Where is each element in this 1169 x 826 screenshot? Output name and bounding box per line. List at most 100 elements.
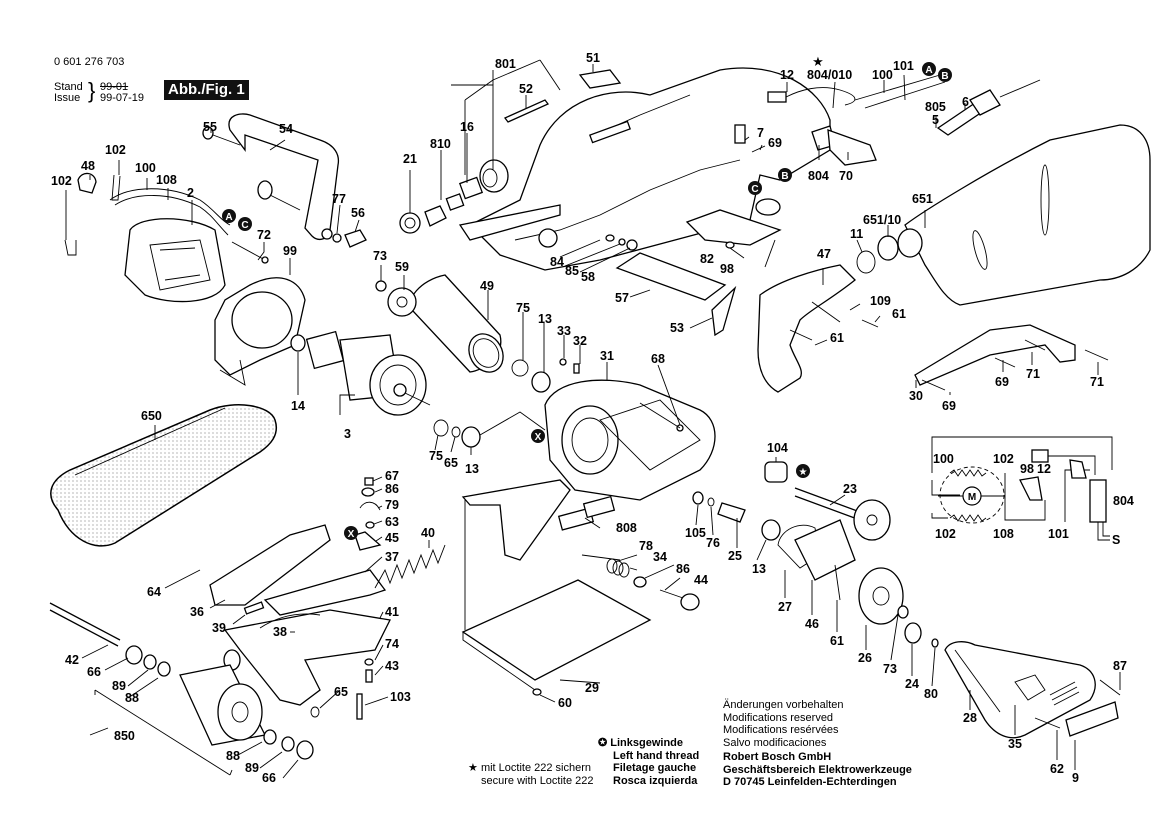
label-104: 104 — [767, 441, 788, 455]
mod-fr: Modifications resérvées — [723, 724, 839, 736]
pad-39 — [243, 601, 265, 615]
label-87: 87 — [1113, 659, 1127, 673]
company-block: Robert Bosch GmbH Geschäftsbereich Elekt… — [723, 751, 912, 789]
label-3: 3 — [344, 427, 351, 441]
belt-cover-35 — [944, 641, 1096, 739]
label-100-cord: 100 — [872, 68, 893, 82]
label-70: 70 — [839, 169, 853, 183]
label-59: 59 — [395, 260, 409, 274]
clip-65b — [310, 706, 320, 718]
pinion-25 — [717, 502, 746, 523]
cable-sleeve-6 — [969, 89, 1001, 116]
base-plate — [461, 479, 652, 696]
washer-66a — [125, 645, 143, 665]
leader-lines — [65, 59, 1121, 779]
svg-text:12: 12 — [1037, 462, 1051, 476]
label-21: 21 — [403, 152, 417, 166]
old-date: 99-01 — [100, 81, 129, 93]
wire-12 — [785, 87, 856, 106]
label-51: 51 — [586, 51, 600, 65]
marker-a-cord: A — [922, 62, 936, 76]
label-48: 48 — [81, 159, 95, 173]
screw-62 — [1034, 717, 1061, 729]
label-88-right: 88 — [226, 749, 240, 763]
label-99: 99 — [283, 244, 297, 258]
label-73-top: 73 — [373, 249, 387, 263]
label-33: 33 — [557, 324, 571, 338]
label-805: 805 — [925, 100, 946, 114]
label-66-left: 66 — [87, 665, 101, 679]
label-80: 80 — [924, 687, 938, 701]
modifications-note: Änderungen vorbehalten Modifications res… — [723, 699, 843, 749]
spring-79 — [359, 501, 381, 511]
armature-3 — [305, 330, 431, 416]
spring-40 — [374, 544, 446, 589]
label-63: 63 — [385, 515, 399, 529]
label-5: 5 — [932, 113, 939, 127]
marker-c-motor: C — [238, 217, 252, 231]
dust-bag-651 — [897, 124, 1151, 306]
label-74: 74 — [385, 637, 399, 651]
screw-67 — [364, 477, 374, 486]
bearing-88b — [263, 729, 277, 745]
svg-text:804: 804 — [1113, 494, 1134, 508]
svg-text:A: A — [225, 212, 232, 223]
loctite-line-1: mit Loctite 222 sichern — [480, 762, 591, 774]
marker-x-frame: X — [344, 526, 358, 540]
label-39: 39 — [212, 621, 226, 635]
bracket-850 — [94, 689, 231, 776]
gear-housing-31 — [544, 379, 716, 501]
part-32 — [573, 363, 580, 374]
svg-text:101: 101 — [1048, 527, 1069, 541]
stand-label: Stand — [54, 81, 83, 93]
sanding-belt-650 — [50, 404, 277, 547]
clamp-washer — [321, 228, 333, 240]
flange-59 — [387, 287, 417, 317]
left-thread-note: ✪ Linksgewinde Left hand thread Filetage… — [598, 737, 699, 787]
label-100: 100 — [135, 161, 156, 175]
label-26: 26 — [858, 651, 872, 665]
label-61-bag: 61 — [892, 307, 906, 321]
flap-57 — [615, 252, 727, 301]
label-28: 28 — [963, 711, 977, 725]
drive-gear-26 — [858, 567, 904, 625]
tension-arm — [223, 609, 391, 706]
svg-text:S: S — [1112, 533, 1120, 547]
label-69-bracket-low: 69 — [942, 399, 956, 413]
label-52: 52 — [519, 82, 533, 96]
washer-89b — [281, 736, 295, 752]
label-85: 85 — [565, 264, 579, 278]
screw-78 — [581, 554, 621, 561]
svg-text:C: C — [241, 220, 248, 231]
label-31: 31 — [600, 349, 614, 363]
loctite-line-2: secure with Loctite 222 — [481, 774, 594, 787]
label-78: 78 — [639, 539, 653, 553]
marker-c-suppressor: C — [748, 181, 762, 195]
label-102-top: 102 — [105, 143, 126, 157]
label-52 — [503, 99, 550, 123]
label-62: 62 — [1050, 762, 1064, 776]
left-thread-icon: ✪ — [598, 737, 608, 749]
label-89-right: 89 — [245, 761, 259, 775]
leaf-spring-38 — [259, 613, 321, 629]
label-12: 12 — [780, 68, 794, 82]
label-651: 651 — [912, 192, 933, 206]
terminal-102a — [111, 174, 121, 201]
label-808: 808 — [616, 521, 637, 535]
label-82: 82 — [700, 252, 714, 266]
wd-part-98 — [1019, 476, 1043, 501]
label-651-10: 651/10 — [863, 213, 901, 227]
label-9: 9 — [1072, 771, 1079, 785]
wires-100-108 — [109, 188, 231, 226]
screw-61a — [789, 329, 813, 341]
label-67: 67 — [385, 469, 399, 483]
mod-en: Modifications reserved — [723, 711, 834, 724]
svg-text:X: X — [348, 529, 355, 540]
part-33 — [559, 358, 567, 366]
label-29: 29 — [585, 681, 599, 695]
clamp-54 — [228, 113, 340, 241]
suppressor-98 — [685, 198, 782, 249]
label-25: 25 — [728, 549, 742, 563]
label-51 — [578, 69, 622, 89]
screw-69a — [751, 145, 766, 153]
